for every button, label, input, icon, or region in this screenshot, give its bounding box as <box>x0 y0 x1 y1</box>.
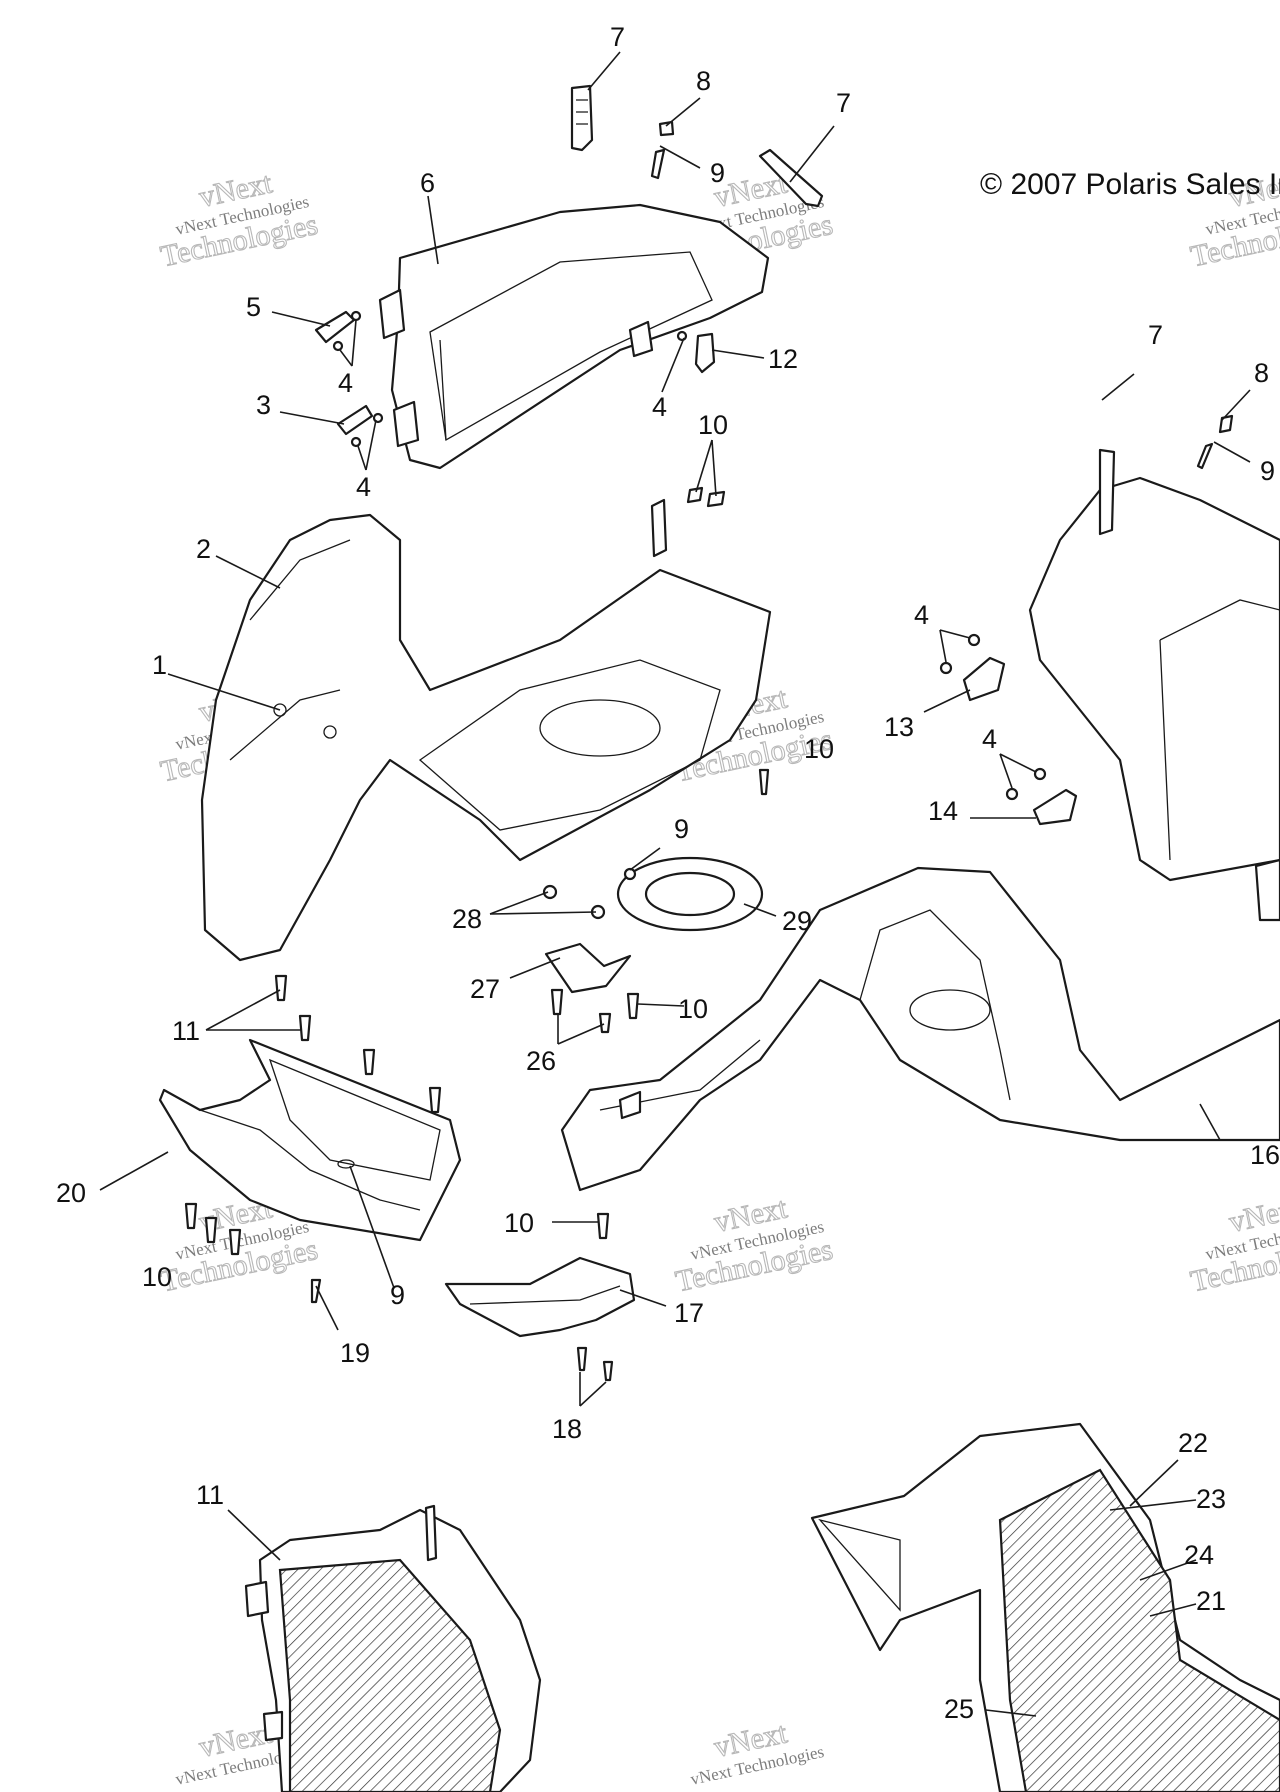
callout-10: 10 <box>504 1208 534 1238</box>
callout-10: 10 <box>698 410 728 440</box>
callout-18: 18 <box>552 1414 582 1444</box>
part-strap-handle-right <box>758 148 824 208</box>
callout-21: 21 <box>1196 1586 1226 1616</box>
part-skid-plate <box>444 1256 636 1338</box>
callout-4: 4 <box>652 392 667 422</box>
callout-14: 14 <box>928 796 958 826</box>
callout-28: 28 <box>452 904 482 934</box>
part-front-lower-panel <box>158 1038 462 1242</box>
callout-11: 11 <box>172 1016 200 1046</box>
callout-12: 12 <box>768 344 798 374</box>
part-bracket-5 <box>314 310 356 344</box>
callout-6: 6 <box>420 168 435 198</box>
callout-16: 16 <box>1250 1140 1280 1170</box>
part-upper-panel <box>378 203 770 470</box>
callout-24: 24 <box>1184 1540 1214 1570</box>
callout-2: 2 <box>196 534 211 564</box>
part-strap-handle <box>570 84 594 152</box>
watermark: vNext vNext Technologies <box>689 1716 826 1789</box>
callout-7: 7 <box>1148 320 1163 350</box>
callouts: 7 8 9 7 6 5 4 3 4 4 12 10 2 1 7 8 9 4 13… <box>56 22 1280 1724</box>
callout-7: 7 <box>836 88 851 118</box>
copyright-notice: © 2007 Polaris Sales In <box>980 168 1280 201</box>
callout-26: 26 <box>526 1046 556 1076</box>
callout-29: 29 <box>782 906 812 936</box>
callout-10: 10 <box>804 734 834 764</box>
callout-9: 9 <box>674 814 689 844</box>
callout-9: 9 <box>1260 456 1275 486</box>
callout-3: 3 <box>256 390 271 420</box>
callout-5: 5 <box>246 292 261 322</box>
callout-9: 9 <box>390 1280 405 1310</box>
watermark: vNext vNext Technologies Technologies <box>672 1191 836 1299</box>
callout-8: 8 <box>1254 358 1269 388</box>
callout-4: 4 <box>982 724 997 754</box>
part-bracket-13 <box>962 656 1006 702</box>
part-ring-29 <box>616 856 764 932</box>
callout-10: 10 <box>142 1262 172 1292</box>
part-rivets-top <box>650 120 675 180</box>
callout-9: 9 <box>710 158 725 188</box>
callout-4: 4 <box>914 600 929 630</box>
part-rear-fender-hatched <box>810 1422 1280 1792</box>
part-clip-12 <box>694 332 716 374</box>
part-front-fender <box>200 498 772 962</box>
part-bracket-3 <box>336 404 374 436</box>
callout-11: 11 <box>196 1480 224 1510</box>
callout-23: 23 <box>1196 1484 1226 1514</box>
watermark: vNext vNext Technologies Technologies <box>1187 1191 1280 1299</box>
callout-4: 4 <box>338 368 353 398</box>
callout-10: 10 <box>678 994 708 1024</box>
callout-8: 8 <box>696 66 711 96</box>
callout-19: 19 <box>340 1338 370 1368</box>
part-bracket-14 <box>1032 788 1078 826</box>
callout-4: 4 <box>356 472 371 502</box>
callout-22: 22 <box>1178 1428 1208 1458</box>
part-side-panel-11 <box>244 1504 542 1792</box>
callout-13: 13 <box>884 712 914 742</box>
callout-27: 27 <box>470 974 500 1004</box>
callout-25: 25 <box>944 1694 974 1724</box>
part-bracket-27 <box>544 942 632 994</box>
callout-1: 1 <box>152 650 167 680</box>
part-right-upper-panel <box>1028 448 1280 882</box>
callout-17: 17 <box>674 1298 704 1328</box>
watermark: vNext vNext Technologies Technologies <box>157 166 321 274</box>
leader-lines <box>99 51 1251 1717</box>
callout-7: 7 <box>610 22 625 52</box>
callout-20: 20 <box>56 1178 86 1208</box>
part-lower-fender-right <box>560 858 1280 1192</box>
